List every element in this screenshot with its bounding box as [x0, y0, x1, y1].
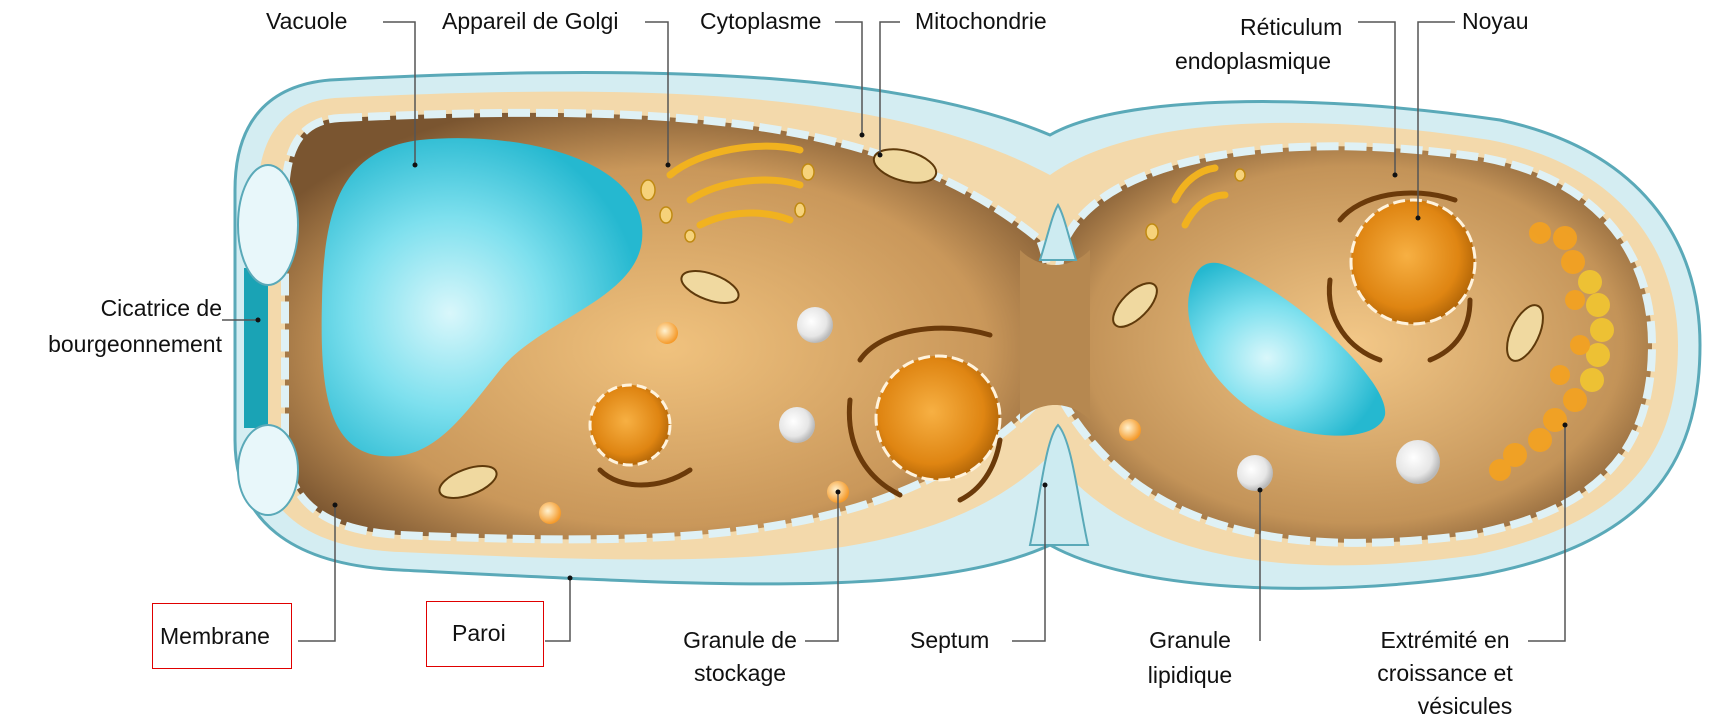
- label-granule-stockage-line2: stockage: [640, 656, 840, 690]
- bud-scar-rim-bottom: [238, 425, 298, 515]
- nucleus-small: [590, 385, 670, 465]
- label-noyau: Noyau: [1462, 4, 1528, 38]
- nucleus-mother: [876, 356, 1000, 480]
- label-golgi: Appareil de Golgi: [442, 4, 618, 38]
- label-septum: Septum: [910, 623, 989, 657]
- label-cytoplasme: Cytoplasme: [700, 4, 821, 38]
- nucleus-bud: [1351, 200, 1475, 324]
- label-reticulum-line1: Réticulum: [1240, 10, 1342, 44]
- label-extremite-line3: vésicules: [1380, 689, 1550, 723]
- label-membrane: Membrane: [160, 619, 270, 653]
- label-mitochondrie: Mitochondrie: [915, 4, 1047, 38]
- label-granule-lipidique-line2: lipidique: [1120, 658, 1260, 692]
- label-cicatrice-line2: bourgeonnement: [8, 327, 222, 361]
- bud-scar-rim-top: [238, 165, 298, 285]
- label-paroi: Paroi: [452, 616, 506, 650]
- label-granule-stockage-line1: Granule de: [640, 623, 840, 657]
- label-reticulum-line2: endoplasmique: [1175, 44, 1331, 78]
- label-granule-lipidique-line1: Granule: [1120, 623, 1260, 657]
- label-extremite-line1: Extrémité en: [1360, 623, 1530, 657]
- label-vacuole: Vacuole: [266, 4, 347, 38]
- label-extremite-line2: croissance et: [1360, 656, 1530, 690]
- label-cicatrice-line1: Cicatrice de: [60, 291, 222, 325]
- bud-scar: [244, 268, 268, 428]
- cytoplasm-neck: [1020, 250, 1090, 420]
